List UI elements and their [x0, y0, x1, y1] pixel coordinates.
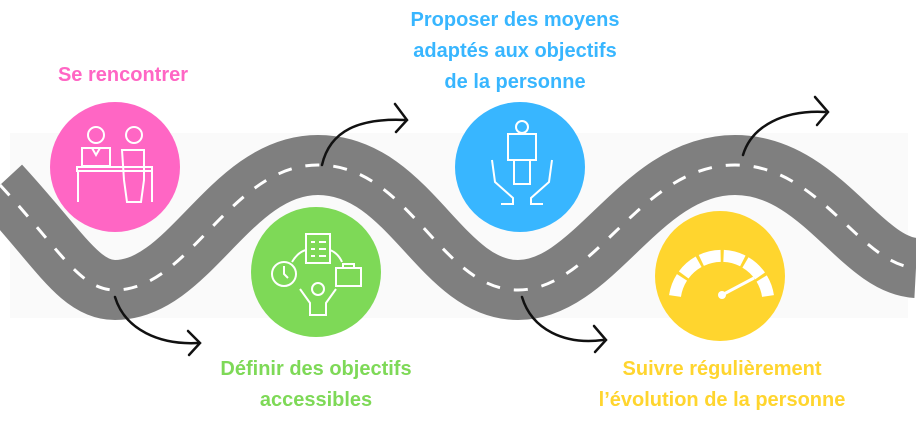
step-circle-pink — [50, 102, 180, 232]
speedometer-icon — [669, 249, 774, 299]
step-1-label: Se rencontrer — [58, 60, 188, 91]
arrow-3 — [520, 295, 605, 343]
arrow-4-head — [813, 95, 830, 127]
arrows — [113, 95, 830, 357]
step-circle-green — [251, 207, 381, 337]
step-3-label: Proposer des moyens adaptés aux objectif… — [411, 5, 620, 98]
goals-icon — [271, 233, 362, 316]
arrow-3-head — [592, 324, 608, 354]
meeting-icon — [76, 126, 153, 203]
step-circle-blue — [455, 102, 585, 232]
step-3-line-3: de la personne — [444, 71, 586, 93]
arrow-4 — [741, 110, 827, 157]
support-hands-icon — [491, 120, 553, 205]
step-4-line-1: Suivre régulièrement — [622, 358, 822, 380]
step-2-label: Définir des objectifs accessibles — [220, 354, 411, 416]
road-lane-markings — [0, 163, 916, 292]
arrow-1 — [113, 295, 200, 345]
arrow-1-head — [186, 329, 202, 357]
step-4-line-2: l’évolution de la personne — [598, 389, 846, 411]
step-3-line-1: Proposer des moyens — [410, 9, 620, 31]
arrow-2-head — [393, 102, 409, 134]
step-3-line-2: adaptés aux objectifs — [413, 40, 617, 62]
step-2-line-2: accessibles — [259, 389, 373, 411]
step-4-label: Suivre régulièrement l’évolution de la p… — [599, 354, 846, 416]
arrow-2 — [320, 118, 407, 167]
step-1-line-1: Se rencontrer — [57, 64, 189, 86]
step-circle-yellow — [655, 211, 785, 341]
step-2-line-1: Définir des objectifs — [220, 358, 412, 380]
